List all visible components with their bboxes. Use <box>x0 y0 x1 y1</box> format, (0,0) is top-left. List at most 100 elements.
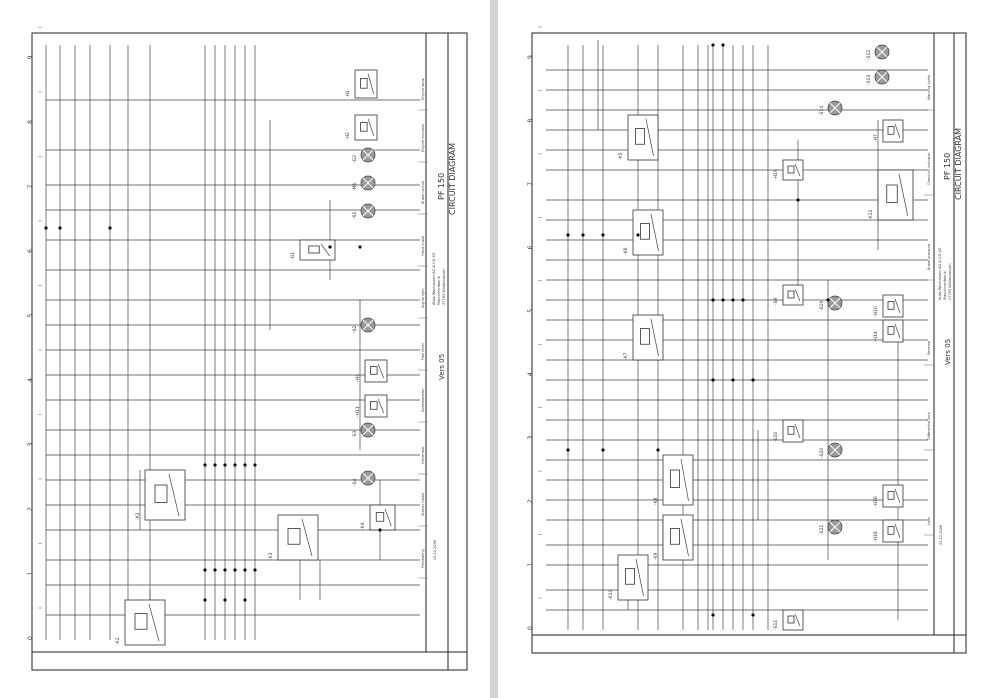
indicator-lamp <box>827 100 843 116</box>
section-label: Fuel level <box>421 343 425 360</box>
right-version-label: Vers 05 <box>944 339 952 365</box>
junction-dot <box>601 233 605 237</box>
junction-dot <box>243 568 247 572</box>
scale-number: 5 <box>527 309 534 313</box>
section-label: Speedometer <box>421 388 425 412</box>
relay <box>877 169 914 221</box>
junction-dot <box>243 598 247 602</box>
relay <box>277 514 319 561</box>
junction-dot <box>711 43 715 47</box>
scale-number: 4 <box>27 378 34 382</box>
junction-dot <box>243 463 247 467</box>
relay-label: -K8 <box>653 497 659 505</box>
indicator-lamp <box>360 470 376 486</box>
scale-number: 7 <box>527 182 534 186</box>
relay <box>782 609 804 631</box>
section-label: Engine indicator <box>421 123 425 152</box>
indicator-lamp <box>874 69 890 85</box>
junction-dot <box>253 568 257 572</box>
lamp-label: -S4 <box>352 479 358 486</box>
relay <box>882 484 904 508</box>
relay-label: -K6 <box>623 247 629 255</box>
indicator-lamp <box>360 203 376 219</box>
scale-number: 0 <box>527 626 534 630</box>
relay-label: -H10 <box>873 306 879 317</box>
indicator-lamp <box>360 147 376 163</box>
junction-dot <box>656 448 660 452</box>
right-company-line-2: Maschinenfabrik <box>943 270 947 300</box>
relay <box>354 114 378 141</box>
relay <box>299 239 336 261</box>
lamp-label: -S21 <box>819 525 825 535</box>
junction-dot <box>826 298 830 302</box>
left-company-line-3: 27793 Wildeshausen <box>442 268 446 305</box>
junction-dot <box>751 613 755 617</box>
relay <box>617 554 649 601</box>
junction-dot <box>203 463 207 467</box>
relay-label: -H2 <box>345 132 351 140</box>
junction-dot <box>721 43 725 47</box>
junction-dot <box>731 298 735 302</box>
lamp-label: -M1 <box>352 182 358 191</box>
lamp-label: -S14 <box>819 106 825 116</box>
relay <box>632 314 664 361</box>
section-label: Generator <box>421 446 425 464</box>
junction-dot <box>223 463 227 467</box>
indicator-lamp <box>827 295 843 311</box>
left-model-label: PF 150 <box>437 173 446 200</box>
section-label: Engine lamp <box>421 77 425 100</box>
relay <box>364 394 388 418</box>
relay <box>882 119 904 143</box>
scale-number: 8 <box>527 118 534 122</box>
junction-dot <box>223 598 227 602</box>
scale-number: 0 <box>27 636 34 640</box>
section-label: Hand brake <box>421 236 425 256</box>
relay <box>364 359 388 383</box>
scale-number: 8 <box>27 120 34 124</box>
lamp-label: -S19 <box>819 301 825 311</box>
lamp-label: -S20 <box>819 448 825 458</box>
junction-dot <box>566 233 570 237</box>
relay <box>782 284 804 306</box>
left-version-label: Vers 05 <box>438 354 446 380</box>
relay <box>144 469 186 521</box>
scale-number: 9 <box>527 55 534 59</box>
scale-number: 2 <box>527 499 534 503</box>
section-label: Warning lights <box>927 75 931 100</box>
relay <box>782 159 804 181</box>
relay-label: -K2 <box>115 637 121 645</box>
right-company-line-3: 27793 Wildeshausen <box>948 263 952 300</box>
right-title-label: CIRCUIT DIAGRAM <box>954 128 963 200</box>
scale-number: 6 <box>527 245 534 249</box>
junction-dot <box>711 378 715 382</box>
junction-dot <box>58 226 62 230</box>
lamp-label: -S3 <box>352 431 358 438</box>
relay-label: -K3 <box>268 552 274 560</box>
left-company-line-2: Maschinenfabrik <box>437 275 441 305</box>
relay-label: -H7 <box>873 134 879 142</box>
relay-label: -G1 <box>290 252 296 260</box>
lamp-label: -G2 <box>352 155 358 163</box>
relay-label: -K1 <box>135 512 141 520</box>
relay-label: -S9 <box>773 298 779 305</box>
junction-dot <box>328 245 332 249</box>
section-label: Starter motor <box>421 492 425 516</box>
scale-number: 5 <box>27 313 34 317</box>
relay-label: -S10 <box>773 432 779 442</box>
scale-number: 4 <box>527 372 534 376</box>
section-label: Reverse <box>927 341 931 355</box>
relay <box>882 519 904 543</box>
indicator-lamp <box>360 175 376 191</box>
relay <box>662 514 694 561</box>
scale-number: 9 <box>27 55 34 59</box>
lamp-label: -S12 <box>866 50 872 60</box>
scale-number: 6 <box>27 249 34 253</box>
junction-dot <box>203 568 207 572</box>
relay <box>882 294 904 318</box>
left-date-label: 20.12.2006 <box>433 540 437 560</box>
relay-label: -S11 <box>773 620 779 630</box>
section-label: Brake control <box>421 181 425 204</box>
junction-dot <box>108 226 112 230</box>
junction-dot <box>233 568 237 572</box>
